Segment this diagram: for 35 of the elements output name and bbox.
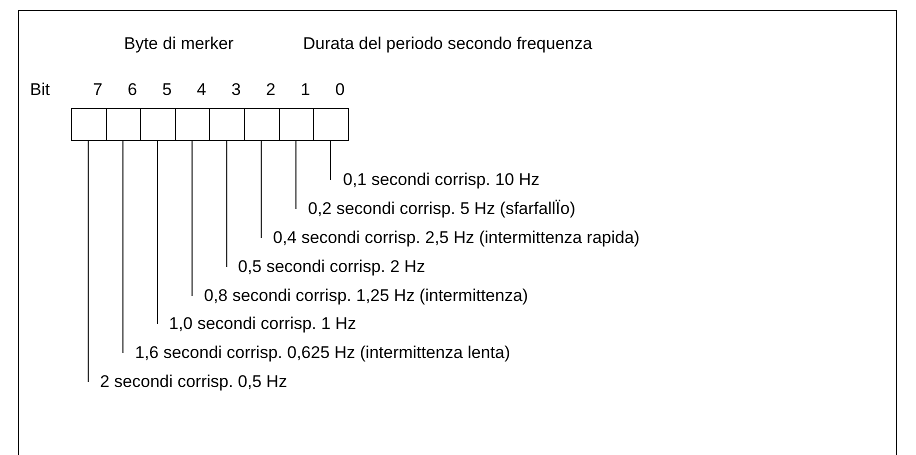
period-frequency-text: 0,8 secondi corrisp. 1,25 Hz (intermittenza) bbox=[191, 286, 528, 306]
register-title: Byte di merker bbox=[124, 34, 234, 54]
bit-number: 1 bbox=[300, 80, 310, 100]
period-frequency-text: 1,0 secondi corrisp. 1 Hz bbox=[156, 314, 356, 334]
bit-cell bbox=[313, 108, 349, 141]
bit-number: 4 bbox=[196, 80, 206, 100]
period-frequency-text: 0,2 secondi corrisp. 5 Hz (sfarfallÏo) bbox=[294, 199, 576, 219]
bit-number: 3 bbox=[231, 80, 241, 100]
leader-line bbox=[226, 140, 228, 268]
bit-number: 0 bbox=[335, 80, 345, 100]
bit-number: 6 bbox=[128, 80, 138, 100]
leader-line bbox=[295, 140, 296, 210]
leader-line bbox=[88, 140, 89, 382]
leader-line bbox=[192, 140, 193, 296]
period-frequency-text: 1,6 secondi corrisp. 0,625 Hz (intermittenza lenta) bbox=[122, 343, 510, 363]
leader-line bbox=[330, 140, 331, 180]
bit-cell bbox=[174, 108, 210, 141]
bit-number: 7 bbox=[93, 80, 102, 100]
column-heading: Durata del periodo secondo frequenza bbox=[303, 34, 592, 54]
period-frequency-text: 0,4 secondi corrisp. 2,5 Hz (intermittenza rapida) bbox=[260, 228, 640, 248]
bit-cell bbox=[278, 108, 314, 141]
bit-number: 5 bbox=[162, 80, 172, 100]
leader-line bbox=[157, 140, 158, 324]
period-frequency-text: 0,5 secondi corrisp. 2 Hz bbox=[226, 257, 426, 277]
bit-cell bbox=[106, 108, 142, 141]
period-frequency-text: 0,1 secondi corrisp. 10 Hz bbox=[330, 170, 540, 190]
row-label: Bit bbox=[30, 80, 50, 100]
leader-line bbox=[122, 140, 124, 354]
bit-cell bbox=[71, 108, 107, 141]
bit-cell bbox=[244, 108, 280, 141]
leader-line bbox=[260, 140, 262, 238]
period-frequency-text: 2 secondi corrisp. 0,5 Hz bbox=[87, 372, 288, 392]
bit-number: 2 bbox=[266, 80, 276, 100]
bit-cell bbox=[209, 108, 245, 141]
bit-cell bbox=[140, 108, 176, 141]
